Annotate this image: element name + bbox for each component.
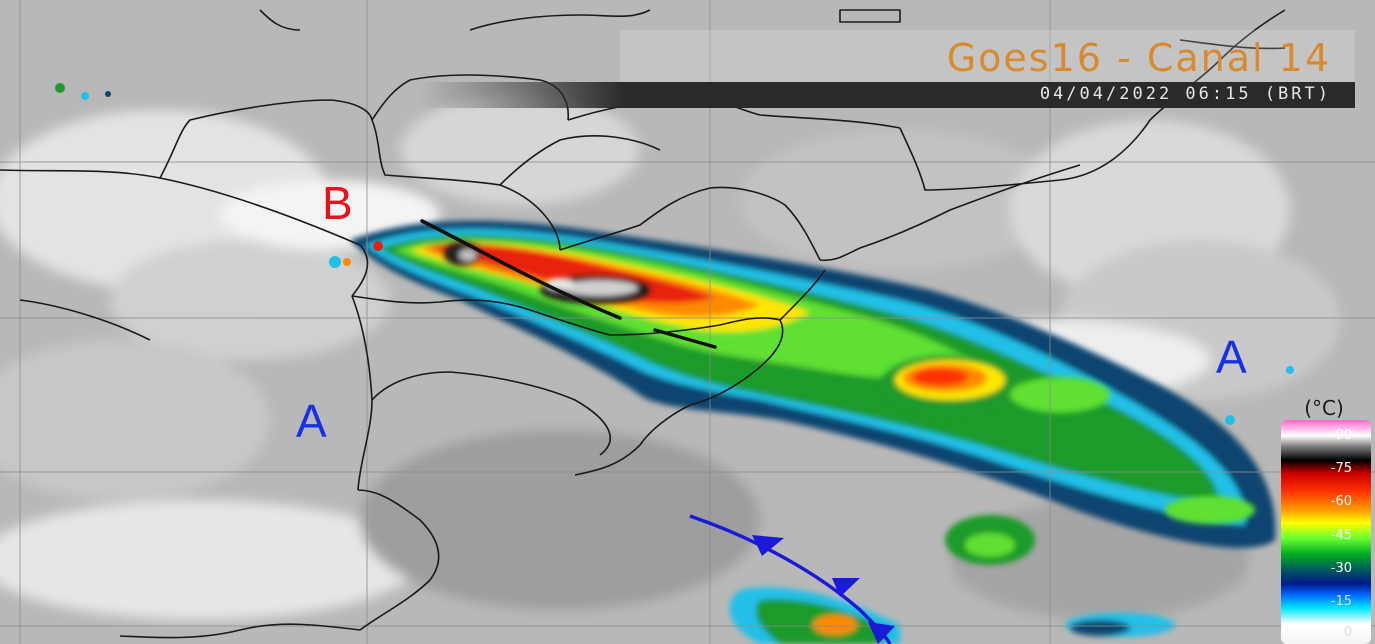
cold-front	[689, 514, 895, 644]
product-title: Goes16 - Canal 14	[946, 36, 1331, 80]
colorbar-label: -75	[1330, 461, 1352, 476]
political-borders	[0, 9, 1286, 639]
timestamp-bar	[420, 82, 1355, 108]
colorbar-label: -90	[1330, 428, 1352, 443]
colorbar-label: 0	[1343, 625, 1352, 640]
high-pressure-label-west: A	[296, 395, 327, 447]
colorbar-label: -45	[1330, 528, 1352, 543]
colorbar-unit: (°C)	[1304, 396, 1344, 420]
title-panel	[620, 30, 1355, 82]
timestamp: 04/04/2022 06:15 (BRT)	[1039, 84, 1331, 104]
low-pressure-label: B	[322, 177, 353, 229]
trough-line	[420, 219, 717, 349]
colorbar-label: -15	[1330, 594, 1352, 609]
colorbar-gradient	[1281, 420, 1371, 644]
high-pressure-label-east: A	[1216, 331, 1247, 383]
colorbar-label: -30	[1330, 561, 1352, 576]
colorbar-label: -60	[1330, 494, 1352, 509]
